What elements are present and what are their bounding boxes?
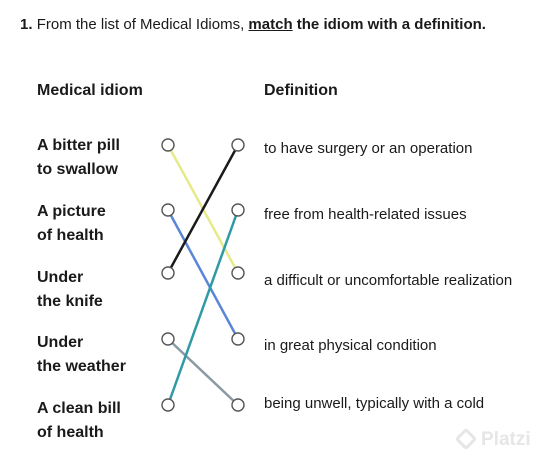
definition-item-4: in great physical condition (264, 337, 437, 354)
question-prompt: 1. From the list of Medical Idioms, matc… (20, 15, 486, 35)
definition-dot-3[interactable] (231, 266, 245, 280)
idiom-line: to swallow (37, 161, 118, 178)
definition-item-5: being unwell, typically with a cold (264, 395, 485, 412)
idiom-item-3: Under the knife (37, 266, 157, 314)
column-header-definition: Definition (264, 82, 338, 99)
idiom-line: the weather (37, 358, 126, 375)
idiom-line: of health (37, 424, 104, 441)
idiom-dot-1[interactable] (161, 138, 175, 152)
idiom-line: A bitter pill (37, 137, 120, 154)
idiom-dot-5[interactable] (161, 398, 175, 412)
question-number: 1. (20, 16, 33, 33)
definition-dot-5[interactable] (231, 398, 245, 412)
question-text-after: the idiom with a definition. (292, 16, 486, 33)
definition-item-1: to have surgery or an operation (264, 140, 473, 157)
connection-dots[interactable] (161, 138, 245, 412)
idiom-line: Under (37, 334, 84, 351)
match-line-5 (166, 208, 240, 407)
idiom-item-4: Under the weather (37, 331, 157, 379)
definition-dot-1[interactable] (231, 138, 245, 152)
idiom-line: A picture (37, 203, 106, 220)
idiom-line: Under (37, 269, 84, 286)
idiom-item-5: A clean bill of health (37, 397, 157, 445)
idiom-line: of health (37, 227, 104, 244)
question-text-before: From the list of Medical Idioms, (36, 16, 249, 33)
connection-lines (166, 143, 240, 407)
match-line-3 (166, 143, 240, 275)
definition-item-3: a difficult or uncomfortable realization (264, 272, 513, 289)
definition-dot-2[interactable] (231, 203, 245, 217)
watermark-text: Platzi (481, 429, 531, 450)
idiom-dot-3[interactable] (161, 266, 175, 280)
definition-dot-4[interactable] (231, 332, 245, 346)
idiom-item-1: A bitter pill to swallow (37, 134, 157, 182)
idiom-dot-2[interactable] (161, 203, 175, 217)
column-header-idiom: Medical idiom (37, 82, 143, 99)
idiom-item-2: A picture of health (37, 200, 157, 248)
match-line-4 (166, 337, 240, 407)
definition-item-2: free from health-related issues (264, 206, 467, 223)
platzi-watermark: Platzi (454, 427, 531, 452)
platzi-logo-icon (454, 427, 478, 451)
idiom-line: the knife (37, 293, 103, 310)
question-match-word: match (248, 16, 293, 33)
match-line-2 (166, 208, 240, 341)
idiom-dot-4[interactable] (161, 332, 175, 346)
idiom-line: A clean bill (37, 400, 121, 417)
